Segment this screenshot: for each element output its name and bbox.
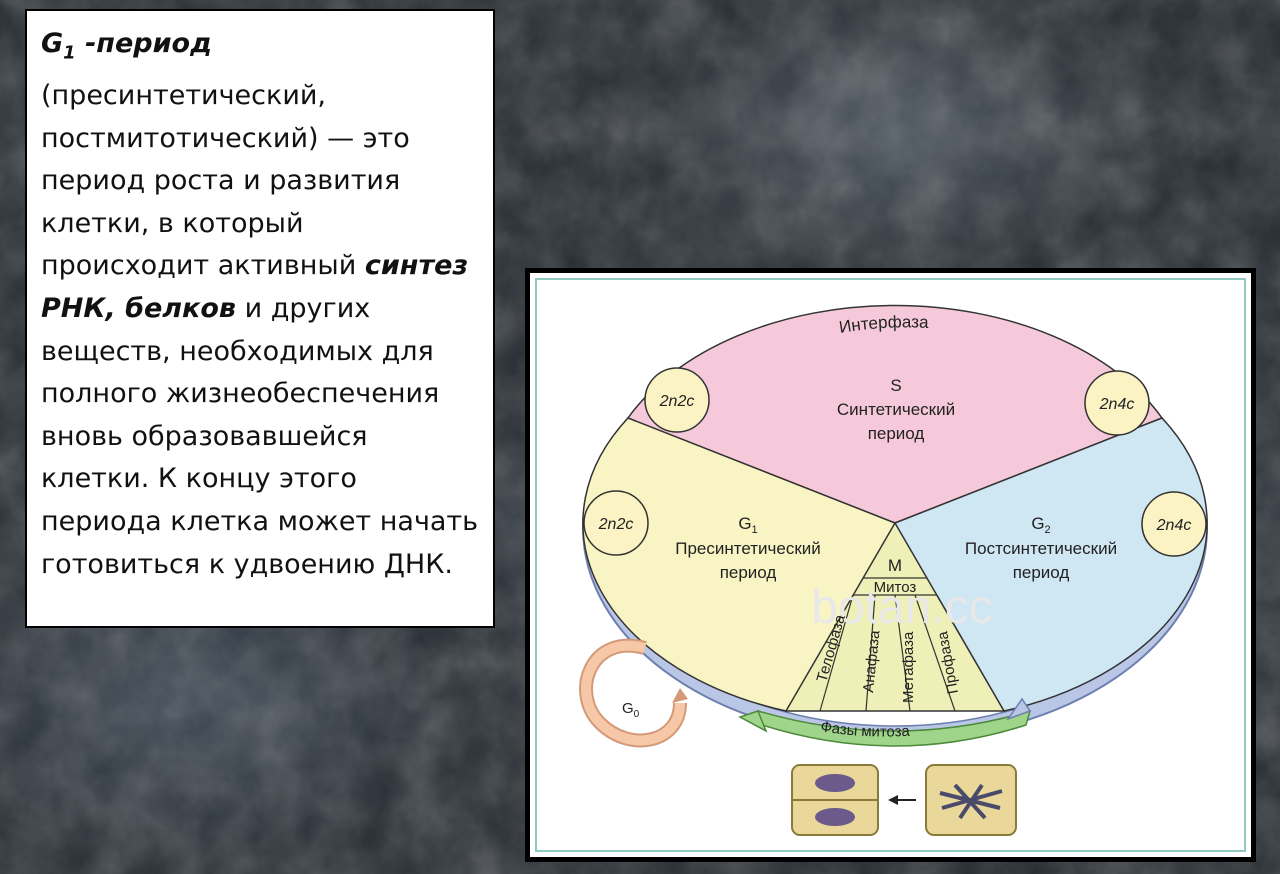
diagram-border xyxy=(535,278,1246,852)
g1-description-panel: G1 -период (пресинтетический, постмитоти… xyxy=(25,9,495,628)
svg-text:2n4c: 2n4c xyxy=(1156,517,1192,534)
body-emphasis: синтез РНК, белков xyxy=(41,250,469,324)
s-label-line2: период xyxy=(868,424,925,443)
g1-letter: G1 xyxy=(738,514,757,536)
cell-cycle-diagram: botan.cc Интерфаза S Синтетический перио… xyxy=(530,273,1251,857)
heading: G1 -период xyxy=(41,28,212,64)
mitosis-phases-arrow xyxy=(756,709,1032,747)
body-part-2: и других веществ, необходимых для полног… xyxy=(41,292,479,580)
cell-cycle-diagram-frame: botan.cc Интерфаза S Синтетический перио… xyxy=(525,268,1256,862)
badge-mid-left: 2n2c xyxy=(583,490,649,556)
phase-metaphase: Метафаза xyxy=(900,631,917,703)
s-letter: S xyxy=(890,376,901,395)
g2-label-line2: период xyxy=(1013,563,1070,582)
svg-text:2n2c: 2n2c xyxy=(598,516,634,533)
g1-label-line2: период xyxy=(720,563,777,582)
description-text: G1 -период (пресинтетический, постмитоти… xyxy=(41,23,479,586)
g1-label-line1: Пресинтетический xyxy=(675,539,821,558)
metaphase-cell-illustration xyxy=(925,764,1017,836)
ring-arrowhead xyxy=(1006,697,1032,721)
body-part-1: (пресинтетический, постмитотический) — э… xyxy=(41,79,410,282)
phases-arc-label: Фазы митоза xyxy=(819,718,911,740)
g2-label-line1: Постсинтетический xyxy=(965,539,1117,558)
svg-text:2n2c: 2n2c xyxy=(659,393,695,410)
g0-label: G0 xyxy=(622,700,640,720)
badge-mid-right: 2n4c xyxy=(1141,491,1207,557)
mitosis-label: Митоз xyxy=(874,579,917,596)
dividing-cell-illustration xyxy=(791,764,879,836)
g1-sector xyxy=(582,417,896,712)
phase-anaphase: Анафаза xyxy=(860,629,883,693)
m-label: M xyxy=(888,556,902,575)
g2-sector xyxy=(894,417,1208,712)
watermark: botan.cc xyxy=(811,581,992,634)
badge-top-right: 2n4c xyxy=(1084,370,1150,436)
svg-text:2n4c: 2n4c xyxy=(1099,396,1135,413)
g2-letter: G2 xyxy=(1031,514,1050,536)
badge-top-left: 2n2c xyxy=(644,367,710,433)
s-label-line1: Синтетический xyxy=(837,400,955,419)
cell-arrow xyxy=(888,795,916,805)
